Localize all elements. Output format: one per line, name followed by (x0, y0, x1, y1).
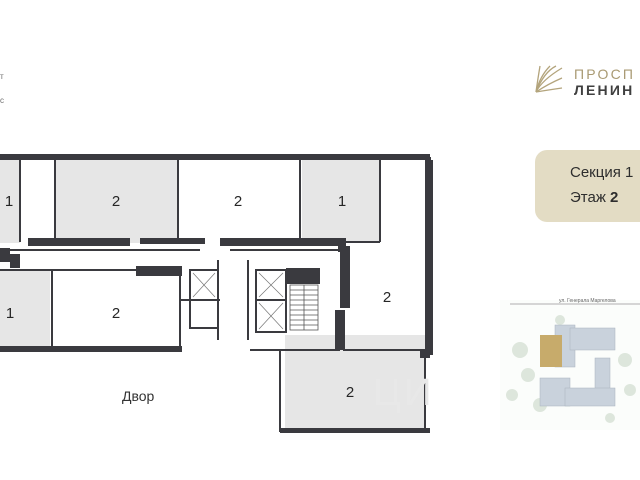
unit-rooms-u4: 1 (338, 193, 346, 210)
elevator-crosses (192, 272, 284, 330)
unit-rooms-u8: 2 (346, 384, 354, 401)
header-fragment-2: с (0, 96, 4, 105)
unit-rooms-u1: 1 (5, 193, 13, 210)
stair (289, 284, 319, 331)
floor-number: 2 (610, 189, 619, 206)
section-label: Секция 1 (570, 164, 634, 181)
brand-name-line1: ПРОСП (574, 66, 636, 82)
palm-leaf-icon (535, 65, 563, 93)
yard-label: Двор (122, 388, 155, 404)
section-floor-badge: Секция 1 Этаж 2 (535, 150, 640, 222)
unit-rooms-u6: 2 (112, 305, 120, 322)
unit-rooms-u7: 2 (383, 289, 391, 306)
structural-walls (0, 154, 433, 433)
unit-rooms-u2: 2 (112, 193, 120, 210)
watermark: ЦИ (373, 372, 435, 414)
floor-label: Этаж 2 (570, 189, 618, 206)
floor-plan: 1 2 2 1 1 2 2 2 (0, 154, 433, 433)
unit-rooms-u3: 2 (234, 193, 242, 210)
unit-rooms-u5: 1 (6, 305, 14, 322)
brand-name-line2: ЛЕНИН (574, 82, 635, 98)
site-minimap (500, 300, 640, 430)
brand-logo-block: ПРОСП ЛЕНИН (534, 62, 640, 100)
floor-word: Этаж (570, 189, 606, 206)
header-fragment-1: т (0, 72, 4, 81)
street-label: ул. Генерала Маргелова (559, 298, 616, 304)
